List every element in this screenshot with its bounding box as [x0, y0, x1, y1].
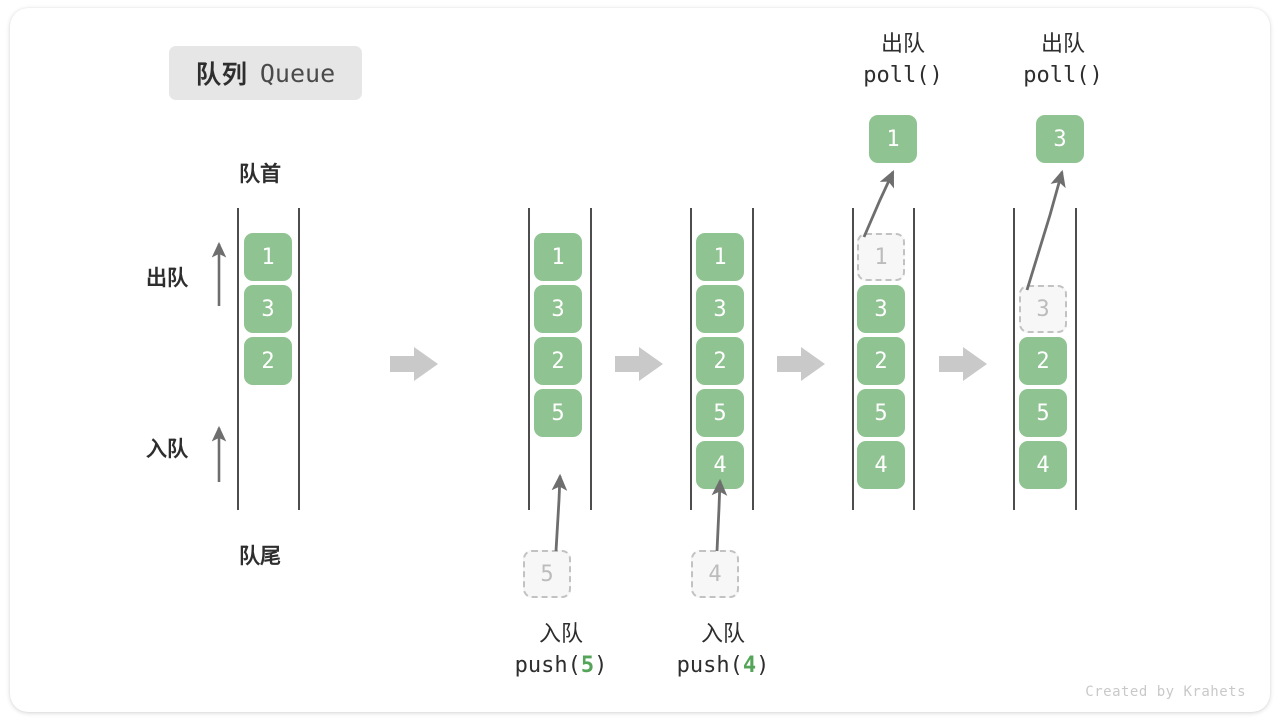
queue-column-initial-rail-left — [237, 208, 239, 510]
queue-column-initial-item-2: 2 — [244, 337, 292, 385]
queue-column-poll-1-rail-left — [852, 208, 854, 510]
queue-column-poll-3-operation-code: poll() — [1023, 63, 1103, 88]
label-enqueue: 入队 — [146, 437, 188, 461]
push-5-arrow — [551, 473, 568, 552]
queue-column-push-5-item-1: 3 — [534, 285, 582, 333]
queue-column-poll-1-operation-cn: 出队 — [880, 32, 925, 57]
queue-column-poll-1-operation-code: poll() — [863, 63, 943, 88]
label-dequeue: 出队 — [146, 266, 188, 290]
queue-column-push-5-operation-label: 入队 push(5) — [481, 620, 641, 682]
queue-column-poll-1-item-3: 5 — [857, 389, 905, 437]
flow-arrow-1 — [390, 347, 438, 381]
queue-column-poll-1-operation-label: 出队 poll() — [823, 30, 983, 92]
queue-column-poll-3-item-2: 2 — [1019, 337, 1067, 385]
queue-column-push-5-item-2: 2 — [534, 337, 582, 385]
flow-arrow-4 — [939, 347, 987, 381]
flow-arrow-3 — [777, 347, 825, 381]
diagram-title-en: Queue — [259, 58, 336, 88]
queue-column-push-4-operation-label: 入队 push(4) — [643, 620, 803, 682]
poll-3-arrow — [1025, 169, 1066, 291]
queue-column-push-4-rail-right — [752, 208, 754, 510]
queue-column-push-4-item-4: 4 — [696, 441, 744, 489]
queue-column-initial-rail-right — [298, 208, 300, 510]
queue-column-push-5-rail-left — [528, 208, 530, 510]
queue-column-push-5-item-0: 1 — [534, 233, 582, 281]
queue-column-push-4-item-1: 3 — [696, 285, 744, 333]
queue-column-push-4-item-0: 1 — [696, 233, 744, 281]
queue-column-poll-3-item-1: 3 — [1019, 285, 1067, 333]
queue-column-poll-1-item-1: 3 — [857, 285, 905, 333]
watermark: Created by Krahets — [1085, 684, 1246, 700]
queue-column-push-4-rail-left — [690, 208, 692, 510]
queue-column-poll-1-item-0: 1 — [857, 233, 905, 281]
queue-column-poll-3-rail-left — [1013, 208, 1015, 510]
queue-column-poll-1-rail-right — [913, 208, 915, 510]
queue-column-poll-1-item-4: 4 — [857, 441, 905, 489]
queue-column-poll-1-outgoing-element: 1 — [869, 115, 917, 163]
queue-column-poll-3-operation-label: 出队 poll() — [983, 30, 1143, 92]
queue-column-push-5-item-3: 5 — [534, 389, 582, 437]
queue-column-poll-3-item-4: 4 — [1019, 441, 1067, 489]
push-4-arrow — [711, 478, 728, 552]
diagram-title-badge: 队列 Queue — [169, 46, 362, 100]
queue-column-poll-3-operation-cn: 出队 — [1040, 32, 1085, 57]
queue-column-push-5-rail-right — [590, 208, 592, 510]
queue-column-push-4-item-2: 2 — [696, 337, 744, 385]
queue-column-poll-3-outgoing-element: 3 — [1036, 115, 1084, 163]
queue-column-poll-1-item-2: 2 — [857, 337, 905, 385]
label-queue-head: 队首 — [239, 162, 281, 186]
poll-1-arrow — [862, 169, 895, 238]
queue-column-initial-item-0: 1 — [244, 233, 292, 281]
flow-arrow-2 — [615, 347, 663, 381]
queue-column-push-5-operation-code: push(5) — [514, 653, 608, 678]
diagram-title-cn: 队列 — [195, 60, 248, 89]
queue-column-push-5-incoming-element: 5 — [523, 550, 571, 598]
queue-column-push-4-incoming-element: 4 — [691, 550, 739, 598]
queue-column-initial-item-1: 3 — [244, 285, 292, 333]
queue-column-poll-3-item-3: 5 — [1019, 389, 1067, 437]
queue-column-push-4-item-3: 5 — [696, 389, 744, 437]
queue-column-push-5-operation-cn: 入队 — [538, 622, 583, 647]
queue-column-poll-3-rail-right — [1075, 208, 1077, 510]
queue-column-push-4-operation-cn: 入队 — [700, 622, 745, 647]
label-queue-tail: 队尾 — [239, 544, 281, 568]
queue-column-push-4-operation-code: push(4) — [676, 653, 770, 678]
